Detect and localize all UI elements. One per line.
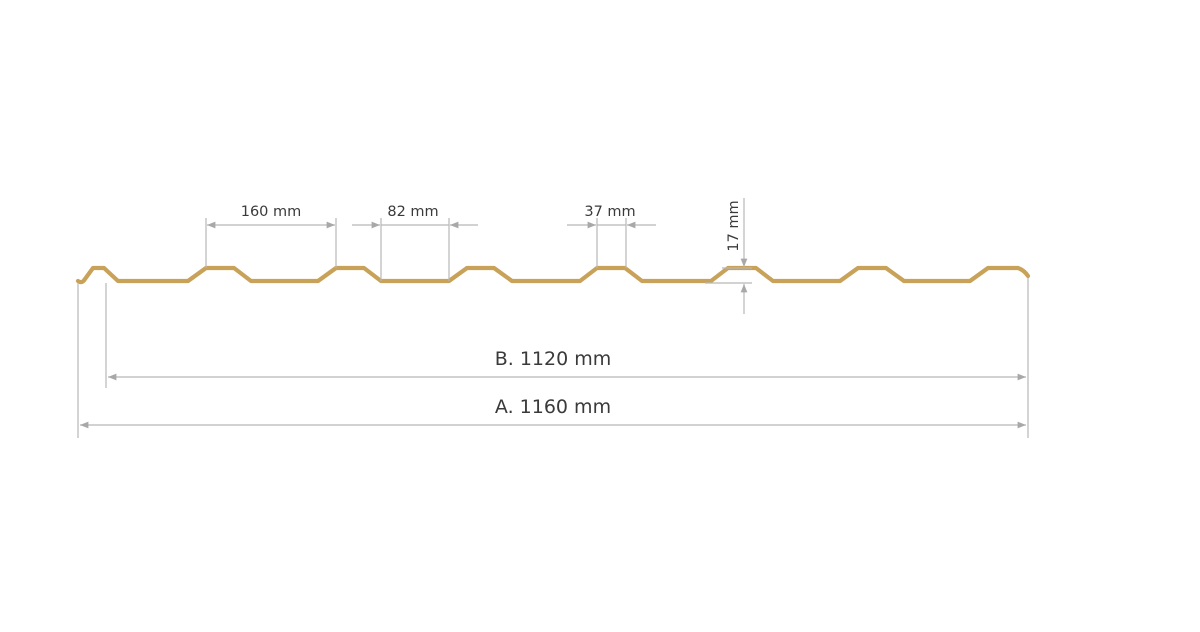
height-label: 17 mm — [726, 200, 742, 251]
total-width-label: A. 1160 mm — [495, 396, 611, 418]
crest-label: 37 mm — [584, 204, 635, 220]
extension-lines — [77, 218, 1029, 438]
dimension-crest: 37 mm — [567, 204, 656, 229]
dimension-height: 17 mm — [726, 198, 748, 314]
profile-sheet-outline — [75, 265, 1031, 285]
dimension-total-width: A. 1160 mm — [80, 396, 1026, 429]
valley-label: 82 mm — [387, 204, 438, 220]
effective-width-label: B. 1120 mm — [495, 348, 612, 370]
dimension-effective-width: B. 1120 mm — [108, 348, 1026, 381]
pitch-label: 160 mm — [241, 204, 302, 220]
dimension-valley: 82 mm — [352, 204, 478, 229]
dimension-pitch: 160 mm — [207, 204, 335, 229]
